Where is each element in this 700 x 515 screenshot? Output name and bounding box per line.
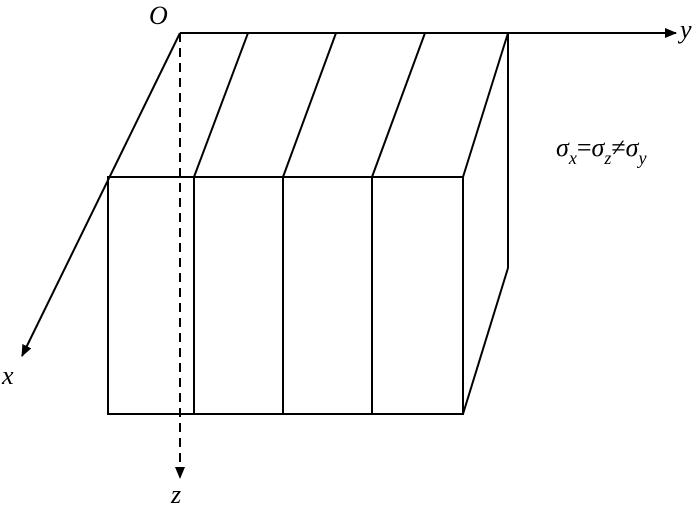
top-edge-4	[462, 32, 509, 178]
origin-label: O	[149, 1, 168, 30]
top-edge-2	[282, 32, 337, 178]
x-axis	[21, 32, 181, 357]
sigma-1: σ	[556, 133, 570, 162]
z-axis-label: z	[170, 480, 181, 509]
front-face	[107, 176, 464, 415]
equals-sign: =	[577, 133, 592, 162]
subscript-y: y	[636, 148, 646, 168]
not-equal-sign: ≠	[611, 133, 625, 162]
right-bottom-edge	[462, 267, 509, 415]
top-edge-1	[193, 32, 249, 178]
x-axis-label: x	[1, 361, 14, 390]
sigma-3: σ	[626, 133, 640, 162]
y-axis-label: y	[677, 15, 692, 44]
top-edge-3	[371, 32, 426, 178]
axes	[21, 28, 677, 479]
layered-block	[107, 32, 509, 415]
stress-equation: σx=σz≠σy	[556, 133, 646, 168]
subscript-x: x	[568, 148, 577, 168]
sigma-2: σ	[592, 133, 606, 162]
subscript-z: z	[603, 148, 611, 168]
